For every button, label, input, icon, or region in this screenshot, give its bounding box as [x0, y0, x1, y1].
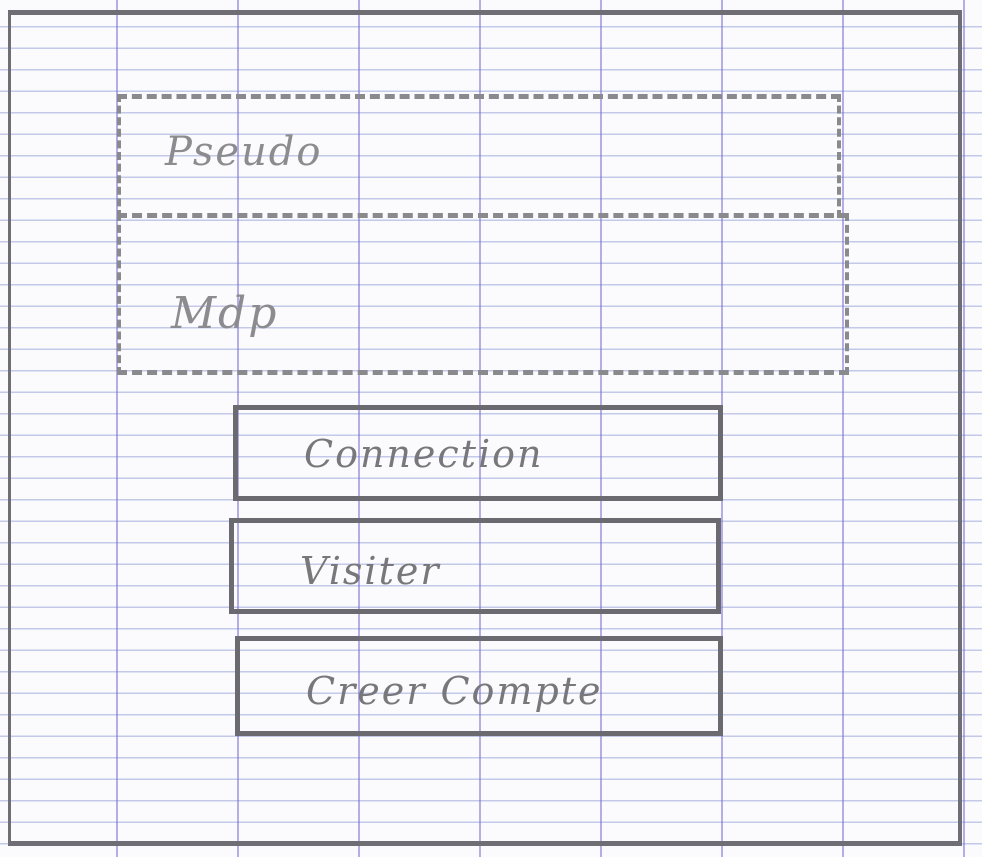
username-field-label: Pseudo — [165, 129, 323, 175]
visiter-button-label: Visiter — [300, 549, 441, 593]
visiter-button[interactable]: Visiter — [229, 518, 721, 614]
username-field[interactable]: Pseudo — [117, 94, 841, 218]
screen-frame — [8, 10, 962, 846]
connexion-button-label: Connection — [304, 432, 544, 476]
connexion-button[interactable]: Connection — [233, 405, 723, 501]
password-field[interactable]: Mdp — [117, 213, 849, 375]
password-field-label: Mdp — [171, 288, 279, 339]
creer-compte-button[interactable]: Creer Compte — [235, 636, 723, 736]
creer-compte-button-label: Creer Compte — [306, 669, 603, 713]
